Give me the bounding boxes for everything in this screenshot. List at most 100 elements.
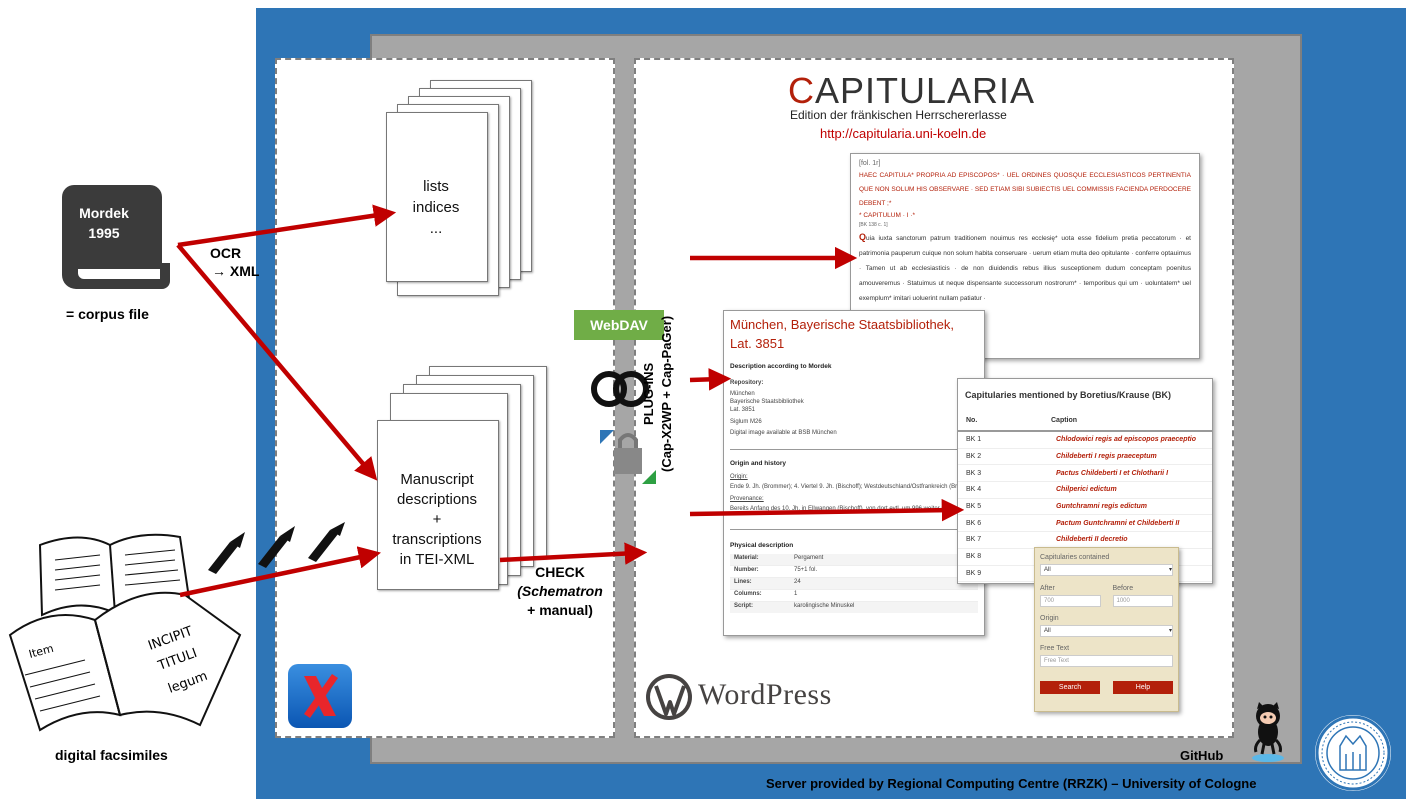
check-label: CHECK (Schematron + manual): [506, 563, 614, 620]
docs-bottom-line2: descriptions: [396, 491, 478, 508]
facsimiles-caption: digital facsimiles: [55, 747, 168, 763]
document-stack-manuscripts: Manuscript descriptions + transcriptions…: [377, 366, 547, 596]
check-line1: CHECK: [535, 564, 585, 580]
ocr-label: OCR → XML: [210, 244, 259, 280]
after-label: After: [1040, 585, 1055, 592]
chevron-down-icon: ▾: [1168, 567, 1172, 573]
provenance-text: Bereits Anfang des 10. Jh. in Ellwangen …: [730, 506, 985, 512]
pen-icons: [208, 522, 345, 574]
free-text-label: Free Text: [1040, 645, 1070, 652]
document-stack-lists: lists indices ...: [386, 80, 546, 296]
phys-value: 1: [794, 591, 798, 597]
phys-key: Columns:: [734, 591, 762, 597]
free-text-input[interactable]: Free Text: [1040, 655, 1173, 667]
phys-key: Number:: [734, 567, 759, 573]
table-row: BK 1 Chlodowici regis ad episcopos praece…: [958, 432, 1212, 449]
ocr-line2: → XML: [212, 263, 260, 279]
wordpress-wordmark: WordPress: [698, 678, 832, 711]
octocat-icon: [1252, 702, 1284, 762]
search-button[interactable]: Search: [1040, 681, 1100, 694]
bk-caption[interactable]: Pactus Childeberti I et Chlotharii I: [1056, 469, 1169, 477]
ocr-line1: OCR: [210, 245, 242, 261]
origin-select[interactable]: All▾: [1040, 625, 1173, 637]
phys-key: Material:: [734, 555, 759, 561]
corpus-file-caption: = corpus file: [66, 306, 149, 322]
university-seal: [1315, 715, 1391, 791]
provenance-label: Provenance:: [730, 496, 764, 502]
bk-caption[interactable]: Childeberti I regis praeceptum: [1056, 453, 1157, 461]
manuscript-card: München, Bayerische Staatsbibliothek, La…: [723, 310, 985, 636]
bk-no: BK 2: [966, 453, 982, 461]
before-label: Before: [1112, 585, 1134, 592]
col-caption: Caption: [1051, 417, 1078, 424]
section-mordek: Description according to Mordek: [730, 363, 832, 370]
digital-image-link[interactable]: Digital image available at BSB München: [730, 430, 837, 436]
bk-caption[interactable]: Guntchramni regis edictum: [1056, 503, 1148, 511]
plugins-label: PLUG-INS (Cap-X2WP + Cap-PaGer): [640, 316, 676, 472]
repo-line: Bayerische Staatsbibliothek: [730, 399, 804, 405]
book-icon: Mordek 1995: [62, 185, 172, 303]
bk-no: BK 9: [966, 569, 982, 577]
table-row: BK 2 Childeberti I regis praeceptum: [958, 449, 1212, 466]
facsimile-hand-4: Item: [27, 642, 55, 661]
folio-label: [fol. 1r]: [859, 160, 881, 167]
cap-label: Capitularies contained: [1040, 554, 1110, 561]
docs-top-line1: lists: [423, 178, 449, 195]
logo-rest: APITULARIA: [815, 70, 1036, 111]
section-origin: Origin and history: [730, 460, 786, 467]
logo-first-letter: C: [788, 70, 815, 111]
sync-lock-icon: [600, 430, 656, 484]
chevron-down-icon: ▾: [1168, 628, 1172, 634]
origin-filter-label: Origin: [1040, 615, 1059, 622]
col-no: No.: [966, 417, 978, 424]
phys-value: 24: [794, 579, 801, 585]
check-line3: + manual): [527, 602, 593, 618]
docs-bottom-line4: transcriptions: [392, 531, 482, 548]
help-button[interactable]: Help: [1113, 681, 1173, 694]
repo-line: München: [730, 391, 755, 397]
facsimiles-drawing: INCIPIT TITULI legum Item: [8, 533, 242, 732]
bk-caption[interactable]: Pactum Guntchramni et Childeberti II: [1056, 519, 1180, 527]
docs-bottom-line3: +: [432, 511, 442, 528]
bk-caption[interactable]: Childeberti II decretio: [1056, 536, 1128, 544]
phys-key: Script:: [734, 603, 754, 609]
transcription-heading: HAEC CAPITULA* PROPRIA AD EPISCOPOS* · U…: [859, 172, 1191, 207]
after-input[interactable]: 700: [1040, 595, 1101, 607]
docs-top-line3: ...: [429, 220, 443, 237]
site-subtitle: Edition der fränkischen Herrschererlasse: [790, 108, 1007, 122]
capitulum-label: * CAPITULUM · I ·*: [859, 212, 915, 219]
transcription-body: uia iuxta sanctorum patrum traditionem n…: [859, 235, 1191, 302]
repository-label: Repository:: [730, 380, 764, 386]
origin-label: Origin:: [730, 474, 748, 480]
phys-value: Pergament: [794, 555, 824, 561]
site-url[interactable]: http://capitularia.uni-koeln.de: [820, 126, 987, 141]
phys-value: 75+1 fol.: [794, 567, 818, 573]
phys-value: karolingische Minuskel: [794, 603, 855, 609]
origin-text: Ende 9. Jh. (Brommer); 4. Viertel 9. Jh.…: [730, 484, 984, 490]
bk-no: BK 3: [966, 469, 982, 477]
section-physical: Physical description: [730, 542, 794, 549]
source-title-2: 1995: [88, 225, 120, 241]
bk-caption[interactable]: Chlodowici regis ad episcopos praeceptio: [1056, 436, 1197, 444]
plugins-line1: PLUG-INS: [641, 362, 656, 425]
bk-caption[interactable]: Chilperici edictum: [1056, 486, 1117, 494]
siglum: Siglum M26: [730, 419, 762, 425]
initial-letter: Q: [859, 232, 867, 242]
bk-no: BK 8: [966, 553, 982, 561]
bk-no: BK 1: [966, 436, 982, 444]
plugins-line2: (Cap-X2WP + Cap-PaGer): [659, 315, 674, 472]
before-input[interactable]: 1000: [1112, 595, 1173, 607]
phys-key: Lines:: [734, 579, 752, 585]
github-label: GitHub: [1180, 748, 1224, 763]
repo-line: Lat. 3851: [730, 407, 756, 413]
server-footer: Server provided by Regional Computing Ce…: [766, 776, 1257, 791]
docs-bottom-line5: in TEI-XML: [399, 551, 475, 568]
bk-no: BK 4: [966, 486, 982, 494]
bk-no: BK 7: [966, 536, 982, 544]
wordpress-icon: [646, 674, 692, 720]
cap-value: All: [1044, 567, 1051, 573]
bk-table-title: Capitularies mentioned by Boretius/Kraus…: [965, 390, 1172, 400]
capitularies-select[interactable]: All ▾: [1040, 564, 1173, 576]
